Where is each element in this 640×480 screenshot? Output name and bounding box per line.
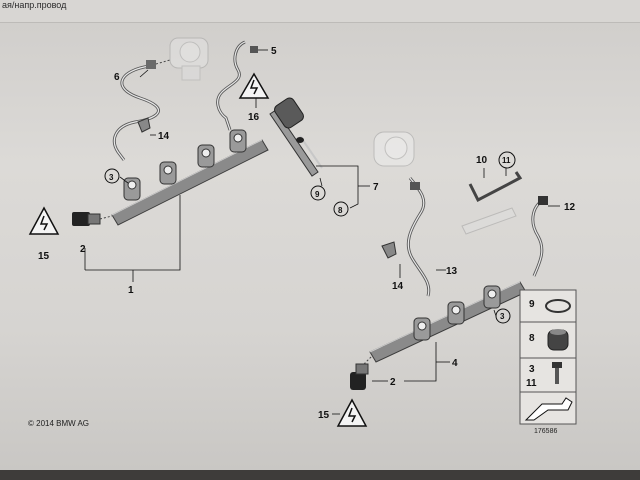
- fuel-rail-left: [111, 129, 269, 226]
- part-circle-9: [310, 185, 326, 201]
- part-circle-3-left: [104, 168, 120, 184]
- parts-diagram: [28, 37, 577, 427]
- part-circle-8: [333, 201, 349, 217]
- part-label-16: 16: [248, 112, 260, 123]
- warning-triangle-left: [28, 206, 60, 235]
- screen: ая/напр.провод: [0, 0, 640, 470]
- part-label-15-left: 15: [38, 251, 50, 262]
- clip-left: [137, 117, 151, 133]
- part-label-14-left: 14: [158, 131, 170, 142]
- warning-triangle-center: [238, 72, 270, 99]
- part-label-7: 7: [373, 182, 379, 193]
- part-label-8: 8: [338, 206, 343, 215]
- copyright-text: © 2014 BMW AG: [28, 419, 90, 428]
- part-label-4: 4: [452, 358, 458, 369]
- part-label-10: 10: [476, 155, 488, 166]
- injector: [269, 97, 323, 177]
- part-label-12: 12: [564, 202, 576, 213]
- part-label-11: 11: [502, 156, 511, 165]
- part-labels-layer: 1 2 2 3 3 4 5 6 7 8 9 10 11 12 13 14 14 …: [38, 46, 576, 421]
- part-label-6: 6: [114, 72, 120, 83]
- part-label-5: 5: [271, 46, 277, 57]
- part-circle-3-right: [495, 308, 511, 324]
- hp-pump-ghost-right: [373, 131, 415, 167]
- part-label-2-right: 2: [390, 377, 396, 388]
- part-label-3-left: 3: [109, 173, 114, 182]
- part-label-14-right: 14: [392, 281, 404, 292]
- legend-label-9: 9: [529, 299, 535, 310]
- part-circle-11: [498, 151, 516, 169]
- warning-triangle-right: [336, 398, 368, 427]
- part-label-1: 1: [128, 285, 134, 296]
- monitor-bezel: [0, 470, 640, 480]
- window-title: ая/напр.провод: [2, 0, 67, 10]
- legend-label-3: 3: [529, 364, 535, 375]
- part-label-13: 13: [446, 266, 458, 277]
- fuel-rail-right: [369, 281, 527, 363]
- injector-ghost: [461, 207, 517, 235]
- clip-right: [381, 241, 397, 259]
- hp-pump-ghost-left: [169, 37, 209, 81]
- pressure-sensor-right: [350, 355, 373, 390]
- bracket: [468, 171, 523, 203]
- legend-panel: [519, 289, 577, 425]
- part-label-15-right: 15: [318, 410, 330, 421]
- window-title-bar: ая/напр.провод: [0, 0, 640, 23]
- part-label-2-left: 2: [80, 244, 86, 255]
- legend-label-11: 11: [526, 378, 537, 389]
- pressure-sensor-left: [72, 212, 113, 226]
- legend-label-8: 8: [529, 333, 535, 344]
- part-label-3-right: 3: [500, 312, 505, 321]
- image-number: 176586: [534, 428, 558, 435]
- part-label-9: 9: [315, 190, 320, 199]
